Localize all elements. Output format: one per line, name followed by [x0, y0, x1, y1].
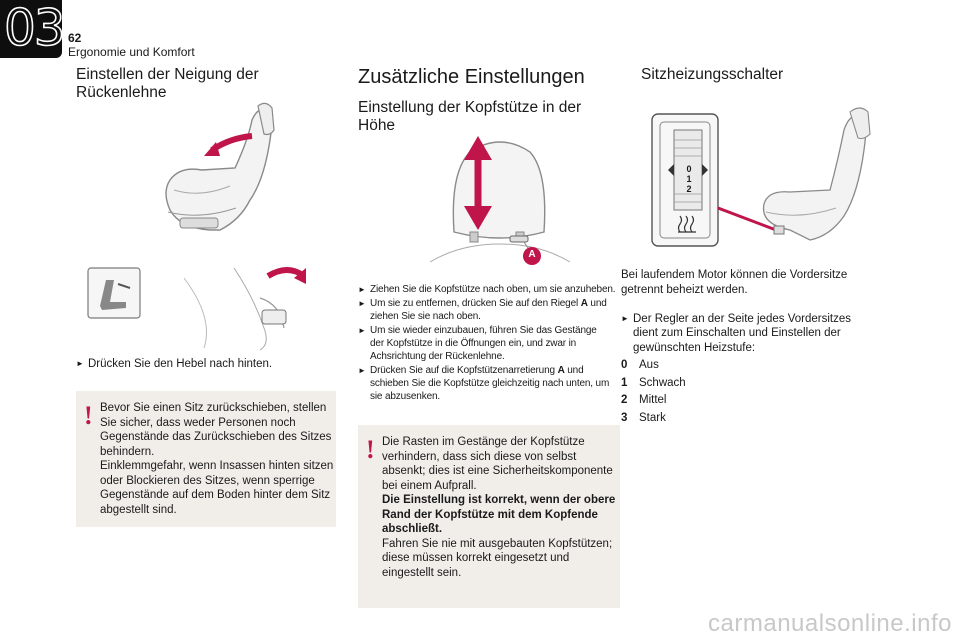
- warning-line: diese müssen korrekt eingesetzt und: [382, 552, 570, 564]
- dial-label: 1: [686, 174, 692, 184]
- warning-text: Die Rasten im Gestänge der Kopfstütze ve…: [382, 435, 620, 580]
- warning-line: oder Blockieren des Sitzes, wenn sperrig…: [100, 474, 315, 487]
- level-label: Aus: [639, 359, 659, 371]
- heading-line: Einstellen der Neigung der: [76, 66, 259, 83]
- level-number: 0: [621, 359, 628, 371]
- warning-line: Sie sicher, dass weder Personen noch: [100, 416, 296, 429]
- arrow-bullet-icon: ►: [358, 285, 366, 294]
- bullet-text: schieben Sie die Kopfstütze gleichzeitig…: [370, 378, 610, 389]
- bullet-text: und: [564, 365, 584, 376]
- warning-line: Gegenstände das Zurückschieben des Sitze…: [100, 431, 332, 443]
- bullet-text: sie abzusenken.: [370, 391, 441, 402]
- exclamation-icon: !: [84, 401, 93, 430]
- list-item: ► Um sie wieder einzubauen, führen Sie d…: [358, 324, 624, 363]
- heating-levels-list: 0 Aus 1 Schwach 2 Mittel 3 Stark: [621, 357, 686, 427]
- level-number: 1: [621, 376, 628, 389]
- main-heading: Zusätzliche Einstellungen: [358, 66, 585, 88]
- list-item: 2 Mittel: [621, 392, 686, 410]
- seat-heating-intro: Bei laufendem Motor können die Vordersit…: [621, 268, 891, 297]
- warning-line: Einklemmgefahr, wenn Insassen hinten sit…: [100, 460, 334, 472]
- headrest-instructions: ► Ziehen Sie die Kopfstütze nach oben, u…: [358, 283, 624, 403]
- text-line: gewünschten Heizstufe:: [633, 341, 756, 354]
- list-item: 1 Schwach: [621, 375, 686, 393]
- backrest-bullet: ► Drücken Sie den Hebel nach hinten.: [76, 357, 348, 372]
- warning-line-bold: abschließt.: [382, 523, 443, 535]
- bullet-text: Achsrichtung der Rückenlehne.: [370, 351, 505, 362]
- dial-level-labels: 0 1 2: [680, 164, 698, 194]
- bullet-text: und: [587, 298, 607, 309]
- list-item: ► Ziehen Sie die Kopfstütze nach oben, u…: [358, 283, 624, 296]
- bullet-text: Drücken Sie auf die Kopfstützenarretieru…: [370, 365, 558, 376]
- dial-label: 2: [686, 184, 692, 194]
- warning-line: bei einem Aufprall.: [382, 479, 477, 492]
- warning-line: eingestellt sein.: [382, 566, 462, 579]
- warning-text: Bevor Sie einen Sitz zurückschieben, ste…: [100, 401, 336, 517]
- chapter-number: 03: [3, 0, 66, 58]
- warning-line: absenkt; dies ist eine Sicherheitskompon…: [382, 465, 613, 477]
- list-item: ► Drücken Sie auf die Kopfstützenarretie…: [358, 364, 624, 403]
- level-number: 2: [621, 394, 628, 406]
- warning-line: Gegenstände auf dem Boden hinter dem Sit…: [100, 489, 331, 501]
- warning-box-backrest: ! Bevor Sie einen Sitz zurückschieben, s…: [76, 391, 336, 527]
- warning-line: verhindern, dass sich diese von selbst: [382, 450, 577, 463]
- arrow-bullet-icon: ►: [621, 313, 629, 323]
- chapter-title: Ergonomie und Komfort: [68, 45, 195, 59]
- arrow-bullet-icon: ►: [358, 366, 366, 375]
- text-line: Bei laufendem Motor können die Vordersit…: [621, 269, 848, 281]
- exclamation-icon: !: [366, 435, 375, 464]
- section-heading-seat-heating: Sitzheizungsschalter: [641, 66, 784, 83]
- headrest-illustration: [429, 136, 571, 265]
- warning-line: Die Rasten im Gestänge der Kopfstütze: [382, 436, 585, 448]
- section-heading-backrest: Einstellen der Neigung der Rückenlehne: [76, 66, 259, 102]
- callout-ref: A: [557, 365, 565, 376]
- text-line: Der Regler an der Seite jedes Vordersitz…: [633, 312, 851, 325]
- list-item: 3 Stark: [621, 410, 686, 428]
- heading-line: Einstellung der Kopfstütze in der: [358, 99, 582, 116]
- callout-a-marker: [523, 247, 541, 265]
- callout-a-label: A: [528, 249, 536, 260]
- bullet-text: der Kopfstütze in die Öffnungen ein, und…: [370, 338, 577, 349]
- level-label: Mittel: [639, 394, 667, 406]
- dial-label: 0: [686, 164, 692, 174]
- arrow-bullet-icon: ►: [358, 299, 366, 308]
- seat-heating-bullet: ► Der Regler an der Seite jedes Vordersi…: [621, 312, 903, 356]
- arrow-bullet-icon: ►: [76, 359, 84, 368]
- watermark[interactable]: carmanualsonline.info: [708, 610, 952, 637]
- bullet-text: Um sie wieder einzubauen, führen Sie das…: [370, 325, 597, 336]
- list-item: 0 Aus: [621, 357, 686, 375]
- heading-line: Höhe: [358, 117, 396, 134]
- warning-line: abgestellt sind.: [100, 503, 177, 516]
- warning-line: Fahren Sie nie mit ausgebauten Kopfstütz…: [382, 537, 613, 550]
- warning-box-headrest: ! Die Rasten im Gestänge der Kopfstütze …: [358, 425, 620, 608]
- bullet-text: Drücken Sie den Hebel nach hinten.: [88, 358, 273, 370]
- recline-lever-illustration: [87, 267, 306, 351]
- text-line: dient zum Einschalten und Einstellen der: [633, 327, 841, 339]
- callout-ref: A: [580, 298, 588, 309]
- warning-line: Bevor Sie einen Sitz zurückschieben, ste…: [100, 402, 327, 414]
- level-label: Schwach: [639, 376, 686, 389]
- bullet-text: Um sie zu entfernen, drücken Sie auf den…: [370, 298, 581, 309]
- warning-line-bold: Rand der Kopfstütze mit dem Kopfende: [382, 508, 598, 521]
- section-heading-headrest: Einstellung der Kopfstütze in der Höhe: [358, 99, 581, 135]
- seat-heating-illustration: [651, 107, 871, 247]
- page-number: 62: [68, 31, 82, 45]
- chapter-tab: [0, 0, 62, 58]
- list-item: ► Um sie zu entfernen, drücken Sie auf d…: [358, 297, 624, 323]
- heading-line: Rückenlehne: [76, 84, 167, 101]
- bullet-text: ziehen Sie sie nach oben.: [370, 311, 481, 322]
- warning-line: behindern.: [100, 445, 155, 458]
- text-line: getrennt beheizt werden.: [621, 283, 748, 296]
- level-label: Stark: [639, 411, 666, 424]
- warning-line-bold: Die Einstellung ist korrekt, wenn der ob…: [382, 494, 616, 506]
- seat-backrest-illustration: [165, 102, 275, 231]
- arrow-bullet-icon: ►: [358, 326, 366, 335]
- bullet-text: Ziehen Sie die Kopfstütze nach oben, um …: [370, 284, 616, 295]
- level-number: 3: [621, 411, 628, 424]
